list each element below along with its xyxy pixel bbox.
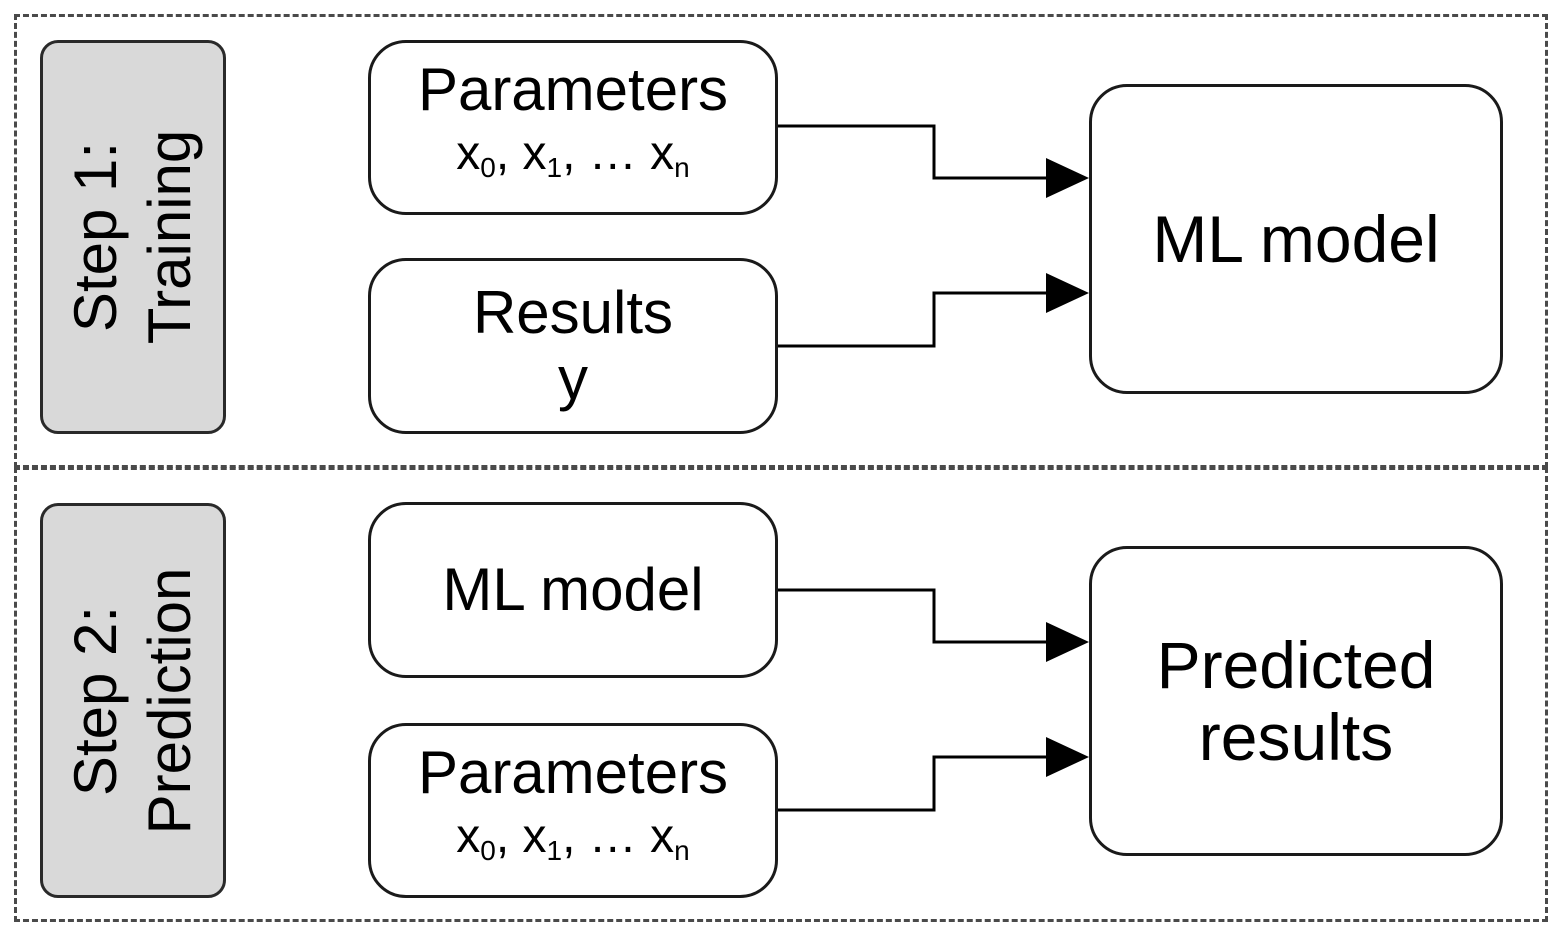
training-parameters-title: Parameters <box>417 55 729 123</box>
step1-line2: Training <box>136 129 203 345</box>
step2-label: Step 2: Prediction <box>59 506 207 895</box>
predicted-results-line2: results <box>1198 700 1394 774</box>
step1-line1: Step 1: <box>62 141 129 333</box>
training-results-node: Results y <box>368 258 778 434</box>
training-results-var: y <box>558 345 588 412</box>
prediction-ml-model-label: ML model <box>442 556 704 623</box>
prediction-parameters-node: Parameters x0, x1, … xn <box>368 723 778 898</box>
training-results-title: Results <box>472 279 674 346</box>
training-ml-model-label: ML model <box>1152 202 1440 276</box>
step2-line1: Step 2: <box>62 605 129 796</box>
prediction-parameters-vars: x0, x1, … xn <box>456 809 690 866</box>
step1-label-box: Step 1: Training <box>40 40 226 434</box>
prediction-section-frame <box>14 467 1548 922</box>
prediction-parameters-title: Parameters <box>417 738 729 806</box>
step1-label: Step 1: Training <box>59 43 207 431</box>
training-ml-model-node: ML model <box>1089 84 1503 394</box>
predicted-results-node: Predicted results <box>1089 546 1503 856</box>
predicted-results-line1: Predicted <box>1156 628 1436 702</box>
training-parameters-vars: x0, x1, … xn <box>456 126 690 183</box>
training-section-frame <box>14 14 1548 468</box>
training-parameters-node: Parameters x0, x1, … xn <box>368 40 778 215</box>
step2-label-box: Step 2: Prediction <box>40 503 226 898</box>
step2-line2: Prediction <box>136 567 203 834</box>
prediction-ml-model-node: ML model <box>368 502 778 678</box>
